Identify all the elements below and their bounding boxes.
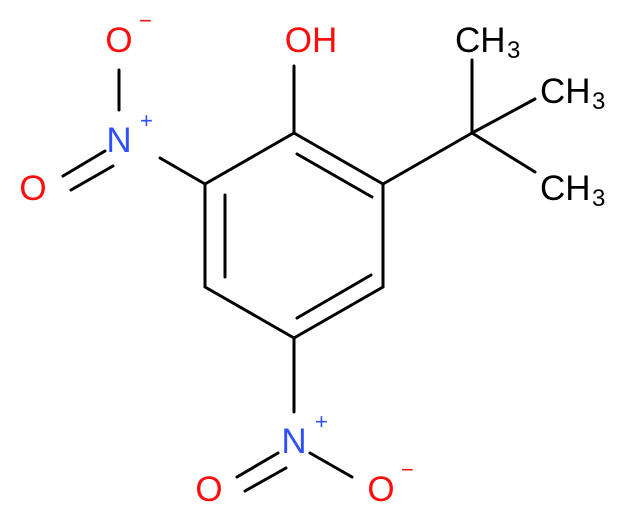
methyl-mid-subscript: 3 [592, 88, 605, 115]
nitro-bottom-o-double: O [195, 470, 222, 509]
bond-nitro-bottom-n-o-double-b [243, 466, 288, 493]
ring-bond-c4-c5 [203, 285, 296, 340]
ring-bond-c1-c2 [292, 131, 385, 186]
nitro-bottom-o-minus-charge: − [401, 457, 414, 482]
bond-tbutyl-methyl-mid [470, 97, 537, 135]
ring-bond-c3-c4-inner [295, 273, 373, 320]
methyl-mid-label: CH 3 [540, 72, 605, 115]
bond-nitro-bottom-n-o-double-a [235, 451, 280, 479]
nitro-bottom-n-charge: + [315, 409, 328, 434]
bond-nitro-left-n-o-double-b [69, 164, 115, 192]
bond-c2-tbutyl [381, 131, 474, 186]
nitro-left-n-charge: + [140, 108, 153, 133]
ring-bond-c6-c1 [203, 131, 296, 186]
nitro-bottom-group: N + O O − [195, 409, 413, 509]
hydroxyl-label: OH [285, 21, 338, 60]
bond-nitro-bottom-n-o-single [308, 451, 354, 479]
bond-tbutyl-methyl-bot [470, 131, 537, 174]
nitro-bottom-n: N [281, 422, 306, 461]
bond-nitro-left-n-o-double-a [61, 149, 107, 178]
methyl-top-label: CH 3 [455, 21, 520, 64]
nitro-left-o-double: O [19, 169, 46, 208]
ring-bond-c1-c2-inner [295, 152, 374, 199]
nitro-left-o-minus: O [105, 21, 132, 60]
methyl-bot-label: CH 3 [540, 169, 605, 212]
bond-c6-nitro-left [158, 156, 207, 186]
nitro-left-group: N + O − O [19, 8, 152, 208]
nitro-left-o-minus-charge: − [139, 8, 152, 33]
methyl-top-subscript: 3 [507, 37, 520, 64]
methyl-top-text: CH [455, 21, 506, 60]
benzene-ring [203, 131, 385, 340]
nitro-bottom-o-minus: O [367, 470, 394, 509]
nitro-left-n: N [106, 121, 131, 160]
ring-bond-c3-c4 [292, 285, 385, 340]
methyl-mid-text: CH [540, 72, 591, 111]
methyl-bot-text: CH [540, 169, 591, 208]
methyl-bot-subscript: 3 [592, 185, 605, 212]
